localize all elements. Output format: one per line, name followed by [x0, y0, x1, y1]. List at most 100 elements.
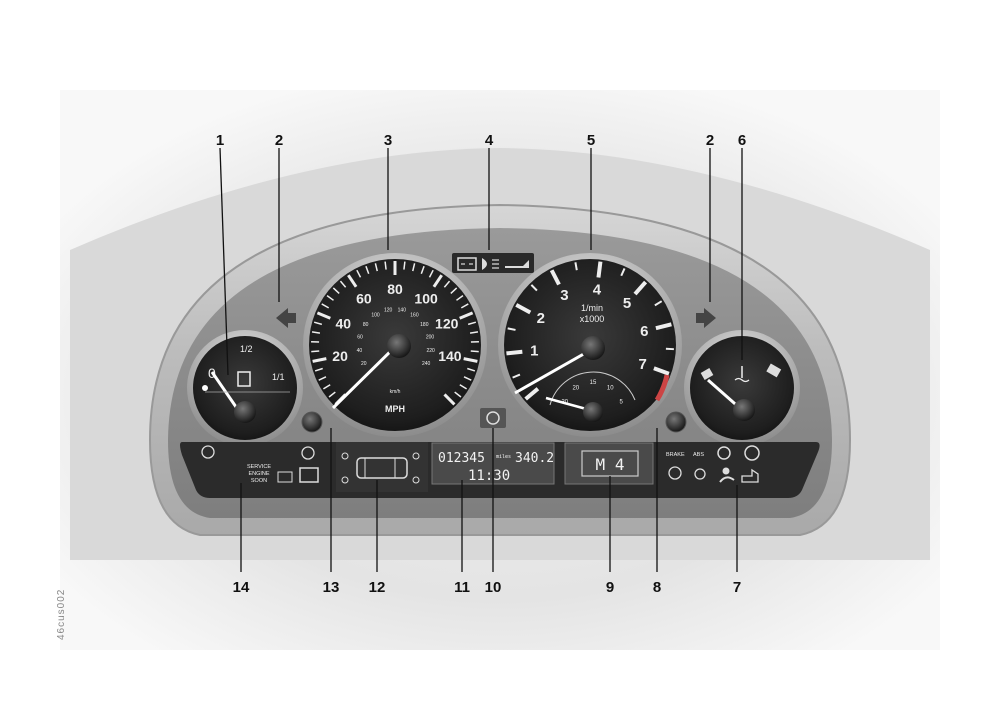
- speedo-tick: [443, 393, 456, 406]
- speedo-tick: [311, 331, 321, 334]
- tach-tick: [653, 366, 670, 376]
- center-indicator-box: [480, 408, 506, 428]
- speedo-tick: [456, 295, 464, 301]
- speedo-tick: [365, 265, 370, 274]
- brake-warning-icon: [744, 445, 760, 461]
- trip-unit: miles: [496, 454, 511, 460]
- fuel-gauge: 0 1/2 1/1: [187, 330, 303, 446]
- speedo-tick: [459, 384, 468, 390]
- speedo-tick: [322, 384, 331, 390]
- tach-tick: [655, 322, 672, 331]
- tach-tick: [507, 327, 516, 331]
- callout-3: 3: [384, 132, 392, 149]
- tach-label: 2: [537, 310, 545, 327]
- speedo-tick: [326, 295, 334, 301]
- bulb-front-left-icon: [341, 452, 349, 460]
- speedometer-unit: MPH: [385, 404, 405, 414]
- service-lights-area: SERVICE ENGINE SOON: [201, 445, 319, 484]
- temperature-hub: [733, 399, 755, 421]
- speedo-tick: [316, 311, 331, 320]
- tach-label: 3: [560, 287, 568, 304]
- bulb-rear-left-icon: [341, 476, 349, 484]
- speedo-mph-label: 20: [332, 348, 348, 364]
- fog-light-icon: [201, 445, 215, 459]
- callout-12: 12: [369, 579, 386, 596]
- speedo-tick: [403, 261, 406, 270]
- speedo-tick: [321, 303, 330, 309]
- brake-label: BRAKE: [666, 452, 685, 458]
- speedo-tick: [432, 274, 443, 288]
- speedo-tick: [311, 350, 320, 353]
- speedometer-hub: [387, 334, 411, 358]
- gear-value: M 4: [596, 455, 625, 474]
- temp-cold-marker: [700, 368, 714, 380]
- econ-label: 5: [620, 400, 624, 406]
- tach-tick: [633, 280, 648, 296]
- speedo-kmh-label: 40: [357, 348, 363, 354]
- speedo-tick: [318, 376, 327, 381]
- right-turn-arrow-icon: [696, 308, 716, 328]
- tach-tick: [515, 303, 532, 315]
- speedo-kmh-label: 180: [420, 322, 429, 328]
- speedo-mph-label: 120: [435, 316, 459, 332]
- fuel-hub: [234, 401, 256, 423]
- speedo-tick: [470, 350, 479, 353]
- clock-value: 11:30: [468, 468, 510, 484]
- speedometer-ticks: [311, 261, 479, 406]
- speedo-kmh-label: 140: [398, 308, 407, 314]
- left-turn-arrow-icon: [276, 308, 296, 328]
- speedo-tick: [332, 287, 340, 294]
- speedo-kmh-label: 120: [384, 308, 393, 314]
- tach-tick: [506, 349, 523, 356]
- callout-1: 1: [216, 132, 224, 149]
- callout-7: 7: [733, 579, 741, 596]
- asc-icon: [694, 468, 706, 480]
- car-outline-icon: [356, 457, 408, 479]
- gear-display: M 4: [564, 442, 654, 485]
- callout-8: 8: [653, 579, 661, 596]
- callout-10: 10: [485, 579, 502, 596]
- tach-tick: [549, 269, 561, 286]
- battery-icon: [457, 257, 477, 271]
- speedo-kmh-label: 160: [410, 313, 419, 319]
- speedo-tick: [347, 274, 358, 288]
- fuel-label-full: 1/1: [272, 372, 285, 382]
- speedo-tick: [314, 367, 323, 372]
- tach-tick: [654, 300, 663, 307]
- economy-hub: [583, 402, 603, 422]
- economy-subgauge: 302015105: [545, 371, 636, 422]
- reserve-dot-icon: [202, 385, 208, 391]
- tach-tick: [574, 262, 578, 271]
- speedo-kmh-label: 20: [361, 361, 367, 367]
- speedo-mph-label: 80: [387, 281, 403, 297]
- trip-value: 340.2: [515, 451, 554, 466]
- econ-label: 20: [572, 385, 579, 391]
- check-control-area: [336, 442, 428, 492]
- fuel-pump-icon: [237, 371, 251, 387]
- speedo-tick: [454, 391, 462, 398]
- speedo-kmh-label: 80: [363, 322, 369, 328]
- abs-label: ABS: [693, 452, 704, 458]
- service-small-icon: [277, 471, 293, 483]
- callout-2-left: 2: [275, 132, 283, 149]
- tachometer-ticks: [506, 261, 674, 401]
- parking-brake-icon: [741, 468, 759, 483]
- tachometer-unit-2: x1000: [580, 314, 605, 324]
- callout-11: 11: [454, 579, 470, 596]
- tach-tick: [512, 373, 521, 379]
- speedo-tick: [460, 303, 469, 309]
- odometer-value: 012345: [438, 451, 485, 466]
- tach-tick: [530, 284, 538, 292]
- top-warning-lights: [452, 253, 534, 273]
- airbag-icon: [722, 467, 730, 475]
- speedo-tick: [428, 269, 434, 278]
- tachometer-unit-1: 1/min: [581, 303, 603, 313]
- bulb-rear-right-icon: [412, 476, 420, 484]
- service-line2: ENGINE: [248, 471, 269, 477]
